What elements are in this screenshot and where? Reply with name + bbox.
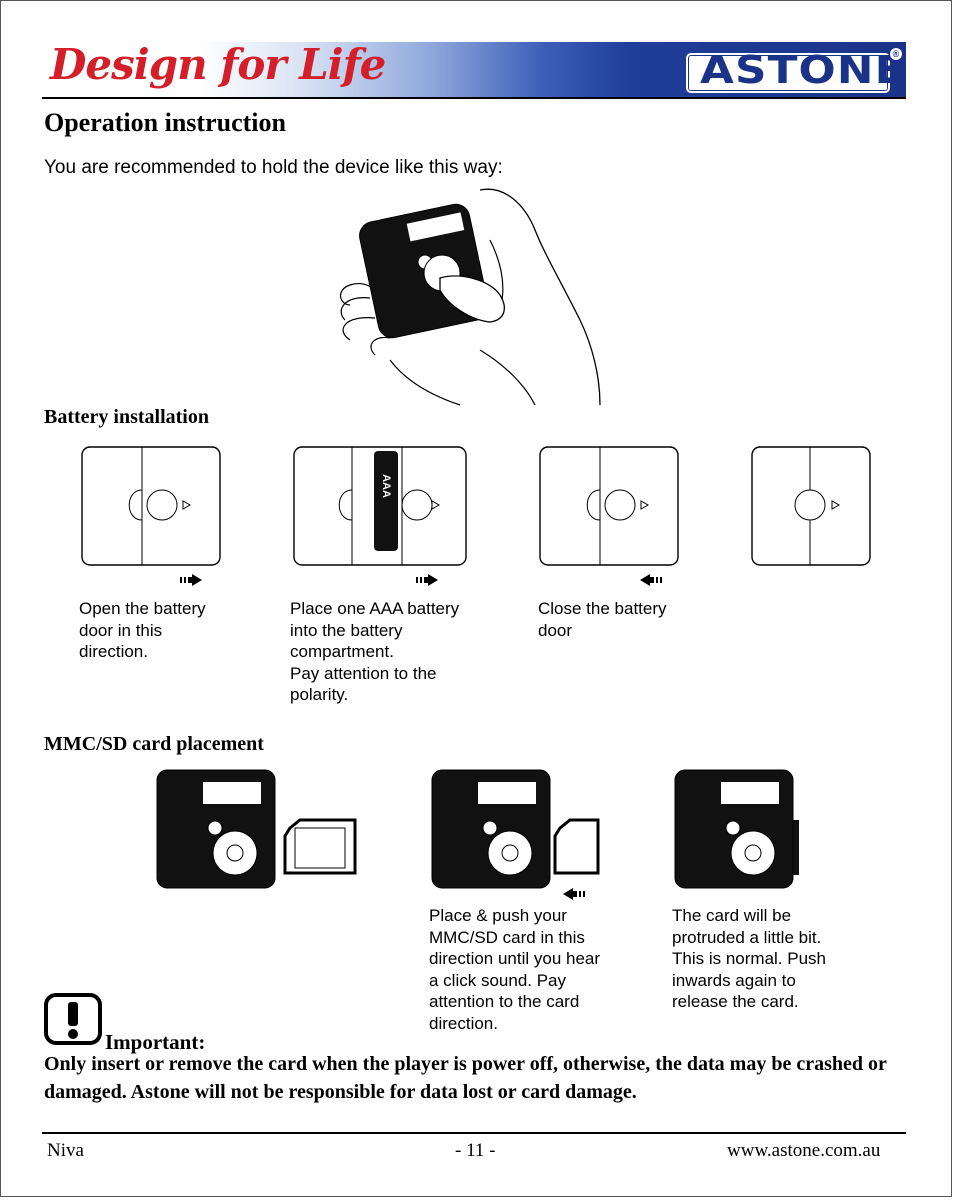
card-section-title: MMC/SD card placement <box>44 733 264 755</box>
hand-holding-device-illustration <box>340 188 601 406</box>
battery-step-2-caption: Place one AAA battery into the battery c… <box>290 599 460 705</box>
battery-step-1-caption: Open the battery door in this direction. <box>79 599 206 662</box>
card-step-1-device <box>156 769 357 889</box>
arrow-left-icon <box>640 574 662 586</box>
card-step-3-caption: The card will be protruded a little bit.… <box>672 906 826 1012</box>
footer-page-number: - 11 - <box>455 1140 496 1161</box>
arrow-left-icon <box>563 888 585 900</box>
arrow-right-icon <box>416 574 438 586</box>
arrow-right-icon <box>180 574 202 586</box>
intro-text: You are recommended to hold the device l… <box>44 157 503 178</box>
important-label: Important: <box>105 1030 206 1054</box>
battery-step-2-device <box>293 446 467 566</box>
footer-model: Niva <box>47 1140 84 1161</box>
battery-step-3-caption: Close the battery door <box>538 599 667 640</box>
registered-mark: ® <box>890 48 902 60</box>
battery-step-3-device <box>539 446 679 566</box>
brand-logo: ASTONE <box>700 48 906 92</box>
tagline: Design for Life <box>50 40 386 89</box>
battery-step-1-device <box>81 446 221 566</box>
battery-label: AAA <box>380 474 392 498</box>
footer-website: www.astone.com.au <box>727 1140 881 1161</box>
footer-rule <box>42 1132 906 1134</box>
card-step-2-caption: Place & push your MMC/SD card in this di… <box>429 906 601 1033</box>
card-step-2-device <box>431 769 600 889</box>
brand-logo-box <box>686 53 890 93</box>
battery-step-4-device <box>751 446 871 566</box>
card-step-3-device <box>674 769 799 889</box>
page-title: Operation instruction <box>44 108 286 137</box>
important-text: Only insert or remove the card when the … <box>44 1053 887 1103</box>
warning-icon <box>44 993 102 1045</box>
battery-section-title: Battery installation <box>44 406 209 428</box>
header-rule <box>42 97 906 99</box>
